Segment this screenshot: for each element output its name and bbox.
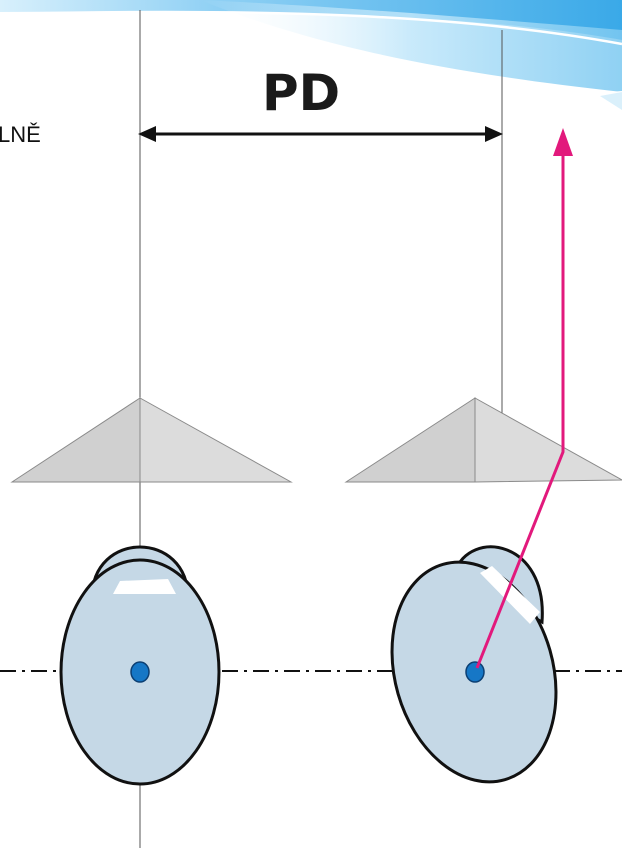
pd-double-arrow (138, 126, 503, 142)
right-cornea-gap (480, 566, 540, 624)
left-eye (59, 545, 221, 786)
left-cornea-gap (113, 579, 176, 594)
right-eye (390, 545, 558, 784)
left-prism (10, 397, 293, 483)
deviated-ray-arrow (475, 128, 573, 669)
top-banner-swoosh (0, 0, 622, 110)
right-pupil (465, 661, 485, 683)
pd-label: PD (262, 64, 340, 122)
right-prism (344, 397, 622, 483)
left-pupil (130, 661, 150, 683)
partial-text: LNĚ (0, 122, 41, 147)
